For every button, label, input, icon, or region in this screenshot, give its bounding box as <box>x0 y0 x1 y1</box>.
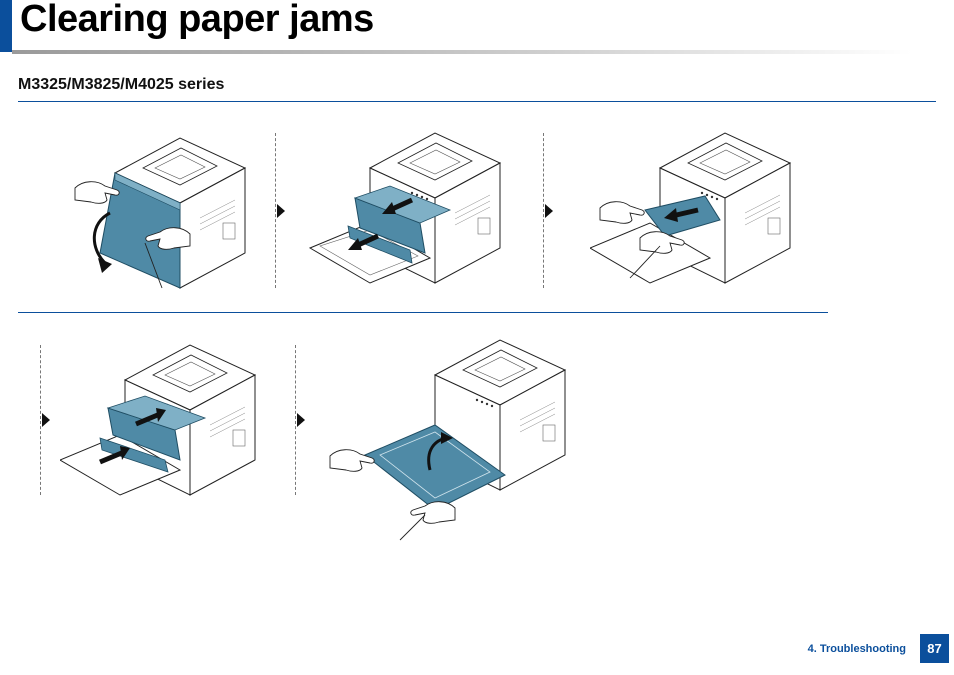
illustration-close-front-cover <box>329 339 566 541</box>
illustration-remove-toner-cartridge <box>308 132 501 284</box>
step-separator <box>40 345 41 495</box>
row-divider <box>18 312 828 313</box>
title-accent-bar <box>0 0 12 52</box>
page-title: Clearing paper jams <box>20 0 374 40</box>
illustration-open-front-cover <box>74 137 246 289</box>
page-number: 87 <box>920 634 949 663</box>
title-divider <box>12 50 912 54</box>
step-arrow-icon <box>42 413 50 427</box>
illustration-reinsert-toner-cartridge <box>60 344 256 496</box>
step-arrow-icon <box>297 413 305 427</box>
step-separator <box>275 133 276 288</box>
step-separator <box>295 345 296 495</box>
step-separator <box>543 133 544 288</box>
illustration-pull-out-jammed-paper <box>590 132 791 284</box>
footer-chapter-label: 4. Troubleshooting <box>807 643 906 655</box>
step-arrow-icon <box>545 204 553 218</box>
step-arrow-icon <box>277 204 285 218</box>
section-heading: M3325/M3825/M4025 series <box>18 76 225 93</box>
section-divider <box>18 101 936 102</box>
